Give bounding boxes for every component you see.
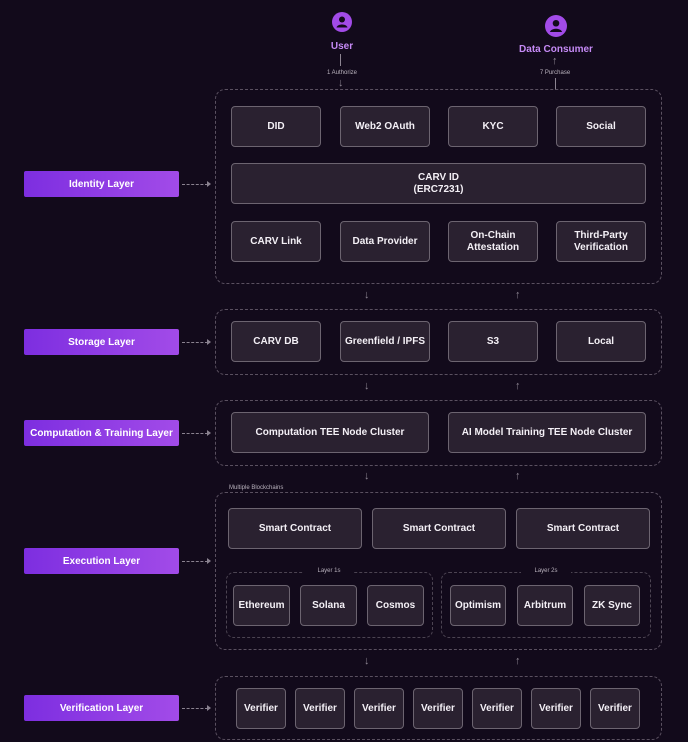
execution-verification-up-arrow: ↑ [515, 655, 521, 667]
data-consumer-icon [545, 15, 567, 37]
storage-computation-down-arrow: ↓ [364, 380, 370, 392]
layer1s-title: Layer 1s [304, 568, 354, 574]
storage-s3: S3 [448, 321, 538, 362]
storage-local: Local [556, 321, 646, 362]
user-line [340, 54, 345, 66]
storage-connector-arrow [207, 339, 211, 345]
computation-connector-arrow [207, 430, 211, 436]
verification-layer-label: Verification Layer [24, 695, 179, 721]
carv-link-label: CARV Link [250, 235, 302, 247]
verifier-5: Verifier [472, 688, 522, 729]
consumer-up-arrow: ↑ [552, 55, 558, 67]
third-party-verification-box: Third-Party Verification [556, 221, 646, 262]
verifier-7: Verifier [590, 688, 640, 729]
on-chain-attestation-line1: On-Chain [470, 230, 516, 241]
execution-panel [215, 492, 662, 650]
identity-panel [215, 89, 662, 284]
verification-panel [215, 676, 662, 740]
on-chain-attestation-line2: Attestation [466, 241, 520, 253]
identity-source-social: Social [556, 106, 646, 147]
execution-verification-down-arrow: ↓ [364, 655, 370, 667]
carv-id-box: CARV ID (ERC7231) [231, 163, 646, 204]
user-icon [332, 12, 352, 32]
storage-greenfield-ipfs: Greenfield / IPFS [340, 321, 430, 362]
verifier-2: Verifier [295, 688, 345, 729]
ai-training-tee-node-cluster: AI Model Training TEE Node Cluster [448, 412, 646, 453]
identity-source-web2-oauth: Web2 OAuth [340, 106, 430, 147]
computation-tee-node-cluster: Computation TEE Node Cluster [231, 412, 429, 453]
chain-zk-sync: ZK Sync [584, 585, 640, 626]
computation-execution-up-arrow: ↑ [515, 470, 521, 482]
execution-connector-arrow [207, 558, 211, 564]
storage-layer-label: Storage Layer [24, 329, 179, 355]
verifier-4: Verifier [413, 688, 463, 729]
identity-layer-label: Identity Layer [24, 171, 179, 197]
user-label: User [330, 41, 354, 52]
verifier-3: Verifier [354, 688, 404, 729]
execution-layer-label: Execution Layer [24, 548, 179, 574]
carv-id-title: CARV ID [418, 172, 459, 183]
verifier-1: Verifier [236, 688, 286, 729]
user-down-arrow: ↓ [338, 77, 344, 89]
chain-cosmos: Cosmos [367, 585, 424, 626]
identity-source-kyc: KYC [448, 106, 538, 147]
carv-id-standard: (ERC7231) [413, 183, 464, 195]
storage-panel [215, 309, 662, 375]
chain-optimism: Optimism [450, 585, 506, 626]
chain-solana: Solana [300, 585, 357, 626]
smart-contract-2: Smart Contract [372, 508, 506, 549]
user-step-label: 1 Authorize [326, 70, 358, 76]
smart-contract-1: Smart Contract [228, 508, 362, 549]
third-party-verification-line2: Verification [574, 241, 628, 253]
verification-connector [182, 708, 208, 709]
data-provider-label: Data Provider [352, 235, 418, 247]
verification-connector-arrow [207, 705, 211, 711]
data-consumer-label: Data Consumer [519, 44, 593, 55]
computation-connector [182, 433, 208, 434]
consumer-step-label: 7 Purchase [539, 70, 571, 76]
execution-connector [182, 561, 208, 562]
third-party-verification-line1: Third-Party [574, 230, 628, 241]
storage-connector [182, 342, 208, 343]
chain-arbitrum: Arbitrum [517, 585, 573, 626]
identity-storage-up-arrow: ↑ [515, 289, 521, 301]
storage-computation-up-arrow: ↑ [515, 380, 521, 392]
layer2s-title: Layer 2s [521, 568, 571, 574]
multiple-blockchains-caption: Multiple Blockchains [229, 485, 284, 491]
on-chain-attestation-box: On-Chain Attestation [448, 221, 538, 262]
carv-link-box: CARV Link [231, 221, 321, 262]
identity-source-did: DID [231, 106, 321, 147]
data-provider-box: Data Provider [340, 221, 430, 262]
computation-execution-down-arrow: ↓ [364, 470, 370, 482]
computation-layer-label: Computation & Training Layer [24, 420, 179, 446]
identity-storage-down-arrow: ↓ [364, 289, 370, 301]
verifier-6: Verifier [531, 688, 581, 729]
identity-connector-arrow [207, 181, 211, 187]
storage-carv-db: CARV DB [231, 321, 321, 362]
computation-panel [215, 400, 662, 466]
consumer-line [555, 78, 560, 90]
smart-contract-3: Smart Contract [516, 508, 650, 549]
identity-connector [182, 184, 208, 185]
chain-ethereum: Ethereum [233, 585, 290, 626]
